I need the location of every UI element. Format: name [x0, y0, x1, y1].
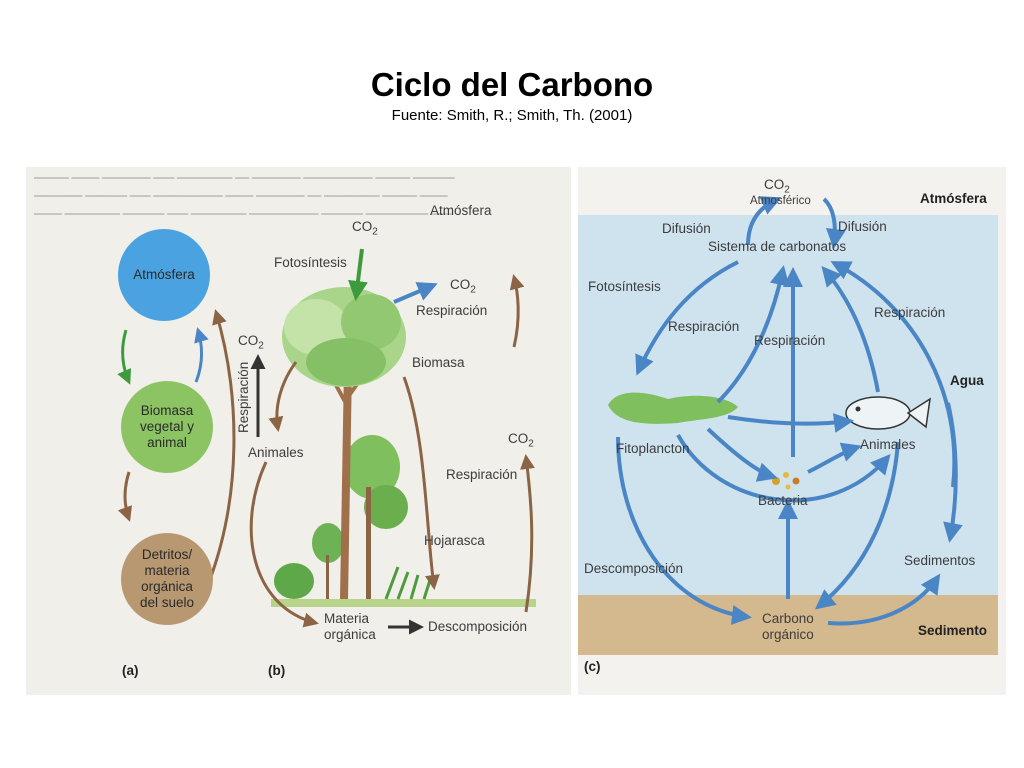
arrow-c-carbono-sedimentos — [827, 573, 941, 626]
b-descomposicion: Descomposición — [428, 619, 528, 634]
b-respiracion-mid: Respiración — [446, 467, 518, 482]
c-respiracion-right: Respiración — [874, 305, 946, 320]
big-tree-trunk — [340, 367, 352, 599]
circle-atmosfera-label: Atmósfera — [133, 267, 195, 282]
arrow-c-bacteria-animals — [807, 442, 862, 474]
arrow-c-co2-sistema-right — [822, 197, 846, 249]
ground — [271, 599, 536, 607]
arrow-c-phyto-bact-right — [676, 434, 891, 503]
arrow-c-sedimentos — [943, 402, 963, 543]
panel-c: CO2 Atmosférico Atmósfera Difusión Difus… — [578, 167, 1006, 695]
c-sistema-carbonatos: Sistema de carbonatos — [708, 239, 847, 254]
arrow-a-bio-to-atm — [194, 327, 209, 383]
c-fitoplancton: Fitoplancton — [616, 441, 690, 456]
arrow-c-sistema-co2-left — [746, 196, 782, 246]
arrow-b-respiration-top — [393, 282, 438, 304]
b-fotosintesis: Fotosíntesis — [274, 255, 347, 270]
b-respiracion-vertical: Respiración — [236, 361, 251, 433]
circle-biomasa-line3: animal — [147, 435, 187, 450]
circle-detritos-line4: del suelo — [139, 595, 195, 610]
b-materia-line1: Materia — [324, 611, 370, 626]
page-subtitle: Fuente: Smith, R.; Smith, Th. (2001) — [391, 107, 633, 124]
panel-ab-drawing — [117, 248, 536, 635]
b-co2-top: CO2 — [352, 219, 378, 238]
c-co2: CO2 — [764, 177, 790, 196]
arrow-c-animals-down — [814, 441, 900, 610]
arrow-b-hojarasca — [402, 376, 440, 590]
c-descomposicion: Descomposición — [584, 561, 684, 576]
arrow-c-phyto-bacteria — [706, 427, 778, 482]
b-co2-left: CO2 — [238, 333, 264, 352]
arrow-b-photosynthesis — [348, 248, 368, 301]
arrow-b-descomp-up — [509, 274, 525, 348]
panel-a-tag: (a) — [122, 663, 139, 678]
page-title: Ciclo del Carbono — [370, 66, 654, 103]
fish-shape — [845, 396, 911, 430]
panel-ab: ━━━━━ ━━━━ ━━━━━━━ ━━━ ━━━━━━━━ ━━ ━━━━━… — [26, 167, 571, 695]
panel-b-tag: (b) — [268, 663, 286, 678]
circle-detritos-line2: materia — [144, 563, 190, 578]
c-carbono-line2: orgánico — [762, 627, 814, 642]
circle-biomasa: Biomasa vegetal y animal — [121, 381, 213, 473]
c-sedimentos: Sedimentos — [904, 553, 976, 568]
arrow-b-biomass-animals — [268, 361, 298, 432]
c-carbono-line1: Carbono — [762, 611, 814, 626]
c-respiracion-left: Respiración — [668, 319, 740, 334]
arrow-c-resp-left — [716, 265, 790, 404]
c-atmosfera: Atmósfera — [920, 191, 987, 206]
c-respiracion-center: Respiración — [754, 333, 826, 348]
b-hojarasca: Hojarasca — [424, 533, 485, 548]
small-tree-crown — [344, 435, 400, 499]
circle-detritos-line3: orgánica — [141, 579, 193, 594]
b-co2-right: CO2 — [450, 277, 476, 296]
c-sedimento: Sedimento — [918, 623, 988, 638]
arrow-b-descomp-co2 — [520, 454, 535, 613]
shrub-mid — [312, 523, 344, 563]
b-biomasa: Biomasa — [412, 355, 465, 370]
c-difusion-right: Difusión — [838, 219, 887, 234]
c-fotosintesis: Fotosíntesis — [588, 279, 661, 294]
shrub-left — [274, 563, 314, 599]
c-agua: Agua — [950, 373, 984, 388]
b-materia-line2: orgánica — [324, 627, 376, 642]
c-atmosferico: Atmosférico — [750, 195, 811, 207]
c-difusion-left: Difusión — [662, 221, 711, 236]
panel-c-tag: (c) — [584, 659, 601, 674]
arrow-c-phyto-animals — [727, 413, 854, 433]
circle-biomasa-line1: Biomasa — [140, 403, 194, 418]
arrow-b-animals-materia — [249, 461, 319, 628]
circle-detritos: Detritos/ materia orgánica del suelo — [121, 533, 213, 625]
c-animales: Animales — [860, 437, 916, 452]
arrow-a-det-to-atm — [207, 309, 236, 583]
arrow-c-phyto-carbono — [616, 436, 752, 625]
arrow-a-atm-to-bio — [117, 329, 132, 385]
sediment-area — [578, 595, 998, 655]
panel-c-drawing — [578, 196, 998, 655]
b-atmosfera: Atmósfera — [430, 203, 492, 218]
c-bacteria: Bacteria — [758, 493, 808, 508]
b-animales: Animales — [248, 445, 304, 460]
arrow-c-photosynthesis — [635, 260, 739, 376]
circle-atmosfera: Atmósfera — [118, 229, 210, 321]
phytoplankton-shape — [608, 392, 738, 424]
b-co2-mid: CO2 — [508, 431, 534, 450]
arrow-a-bio-to-det — [117, 471, 132, 522]
circle-detritos-line1: Detritos/ — [141, 547, 193, 562]
b-respiracion-top: Respiración — [416, 303, 488, 318]
circle-biomasa-line2: vegetal y — [139, 419, 195, 434]
